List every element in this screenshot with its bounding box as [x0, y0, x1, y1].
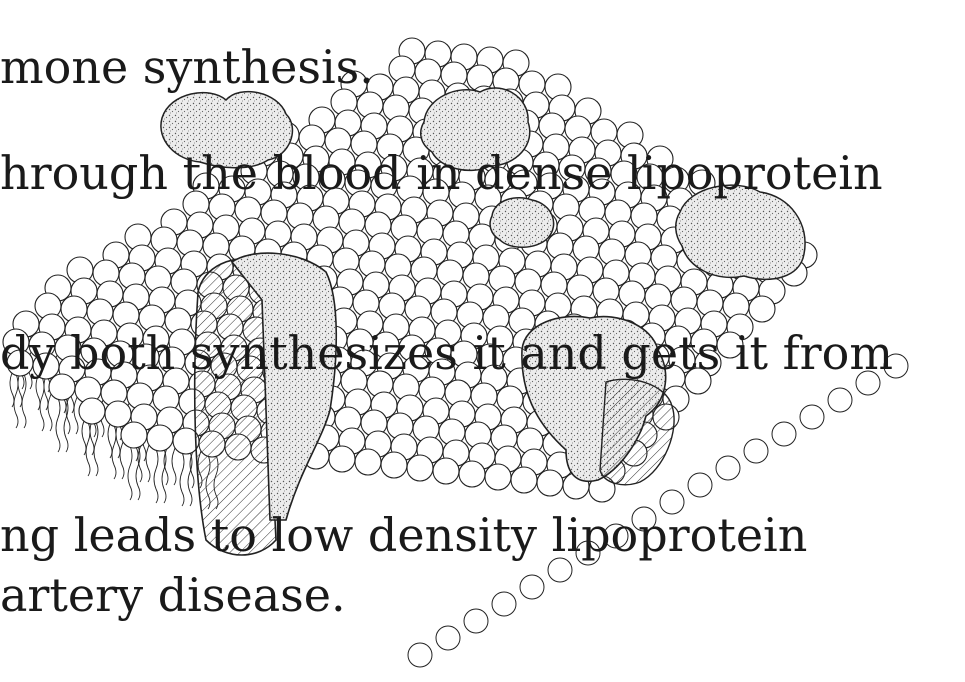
lipid-head-lower: [800, 405, 824, 429]
lipid-tail: [40, 377, 44, 431]
lipid-head: [381, 452, 407, 478]
lipid-head-lower: [828, 388, 852, 412]
lipid-head-lower: [744, 439, 768, 463]
channel-protein-center-right-hatched: [600, 379, 674, 484]
lipid-tail: [112, 425, 116, 479]
lipid-head: [485, 464, 511, 490]
lipid-tail: [56, 398, 60, 452]
lipid-tail: [180, 452, 184, 506]
lipid-head-lower: [772, 422, 796, 446]
protein-small-center: [490, 198, 554, 248]
lipid-head: [147, 425, 173, 451]
text-line-1: mone synthesis.: [0, 44, 374, 90]
lipid-head: [329, 446, 355, 472]
text-line-3: dy both synthesizes it and gets it from: [0, 330, 893, 376]
lipid-head-lower: [688, 473, 712, 497]
lipid-head: [537, 470, 563, 496]
lipid-tail: [154, 449, 158, 503]
lipid-tail: [128, 446, 132, 500]
lipid-head: [407, 455, 433, 481]
lipid-head-lower: [436, 626, 460, 650]
lipid-tail: [14, 374, 18, 428]
lipid-head-lower: [716, 456, 740, 480]
lipid-head: [121, 422, 147, 448]
lipid-head: [105, 401, 131, 427]
lipid-head: [749, 296, 775, 322]
lipid-head-lower: [464, 609, 488, 633]
lipid-tail: [86, 422, 90, 476]
lipid-head: [355, 449, 381, 475]
lipid-head: [511, 467, 537, 493]
lipid-head: [459, 461, 485, 487]
lipid-head-lower: [408, 643, 432, 667]
lipid-head-lower: [520, 575, 544, 599]
text-line-2: hrough the blood in dense lipoprotein: [0, 150, 883, 196]
lipid-head-lower: [492, 592, 516, 616]
text-line-5: artery disease.: [0, 572, 346, 618]
lipid-head: [79, 398, 105, 424]
lipid-heads: [3, 38, 817, 502]
text-line-4: ng leads to low density lipoprotein: [0, 512, 807, 558]
lipid-head: [433, 458, 459, 484]
